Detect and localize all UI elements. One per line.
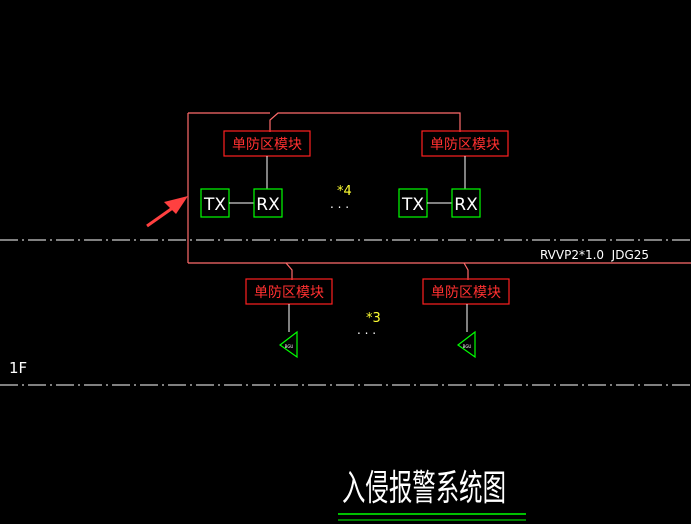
top-module-2-label: 单防区模块: [430, 137, 500, 153]
bottom-ellipsis: . . .: [357, 323, 376, 337]
top-module-1-label: 单防区模块: [232, 137, 302, 153]
floor-label: 1F: [9, 359, 27, 377]
detector-icon-right: BGU: [456, 330, 476, 359]
wiring: [187, 112, 691, 280]
rx-box-left: [253, 188, 283, 218]
tx-label-right: TX: [401, 195, 424, 215]
bottom-module-2-label: 单防区模块: [431, 285, 501, 301]
beam-pair-left: TX RX: [200, 188, 283, 218]
bottom-module-2: 单防区模块: [422, 278, 510, 305]
bottom-module-1-label: 单防区模块: [254, 285, 324, 301]
rx-box-right: [451, 188, 481, 218]
detector-label-right: BGU: [463, 344, 472, 349]
rx-label-left: RX: [256, 195, 280, 215]
tx-label-left: TX: [203, 195, 226, 215]
top-count-label: *4: [337, 184, 352, 199]
detector-label-left: BGU: [285, 344, 294, 349]
cable-spec-label: RVVP2*1.0 JDG25: [540, 248, 649, 262]
pointer-arrow-icon: [146, 196, 188, 228]
rx-label-right: RX: [454, 195, 478, 215]
diagram-title: 入侵报警系统图: [342, 468, 506, 509]
beam-pair-right: TX RX: [398, 188, 481, 218]
bottom-count-label: *3: [366, 311, 381, 326]
top-ellipsis: . . .: [330, 197, 349, 211]
detector-icon-left: BGU: [278, 330, 298, 359]
